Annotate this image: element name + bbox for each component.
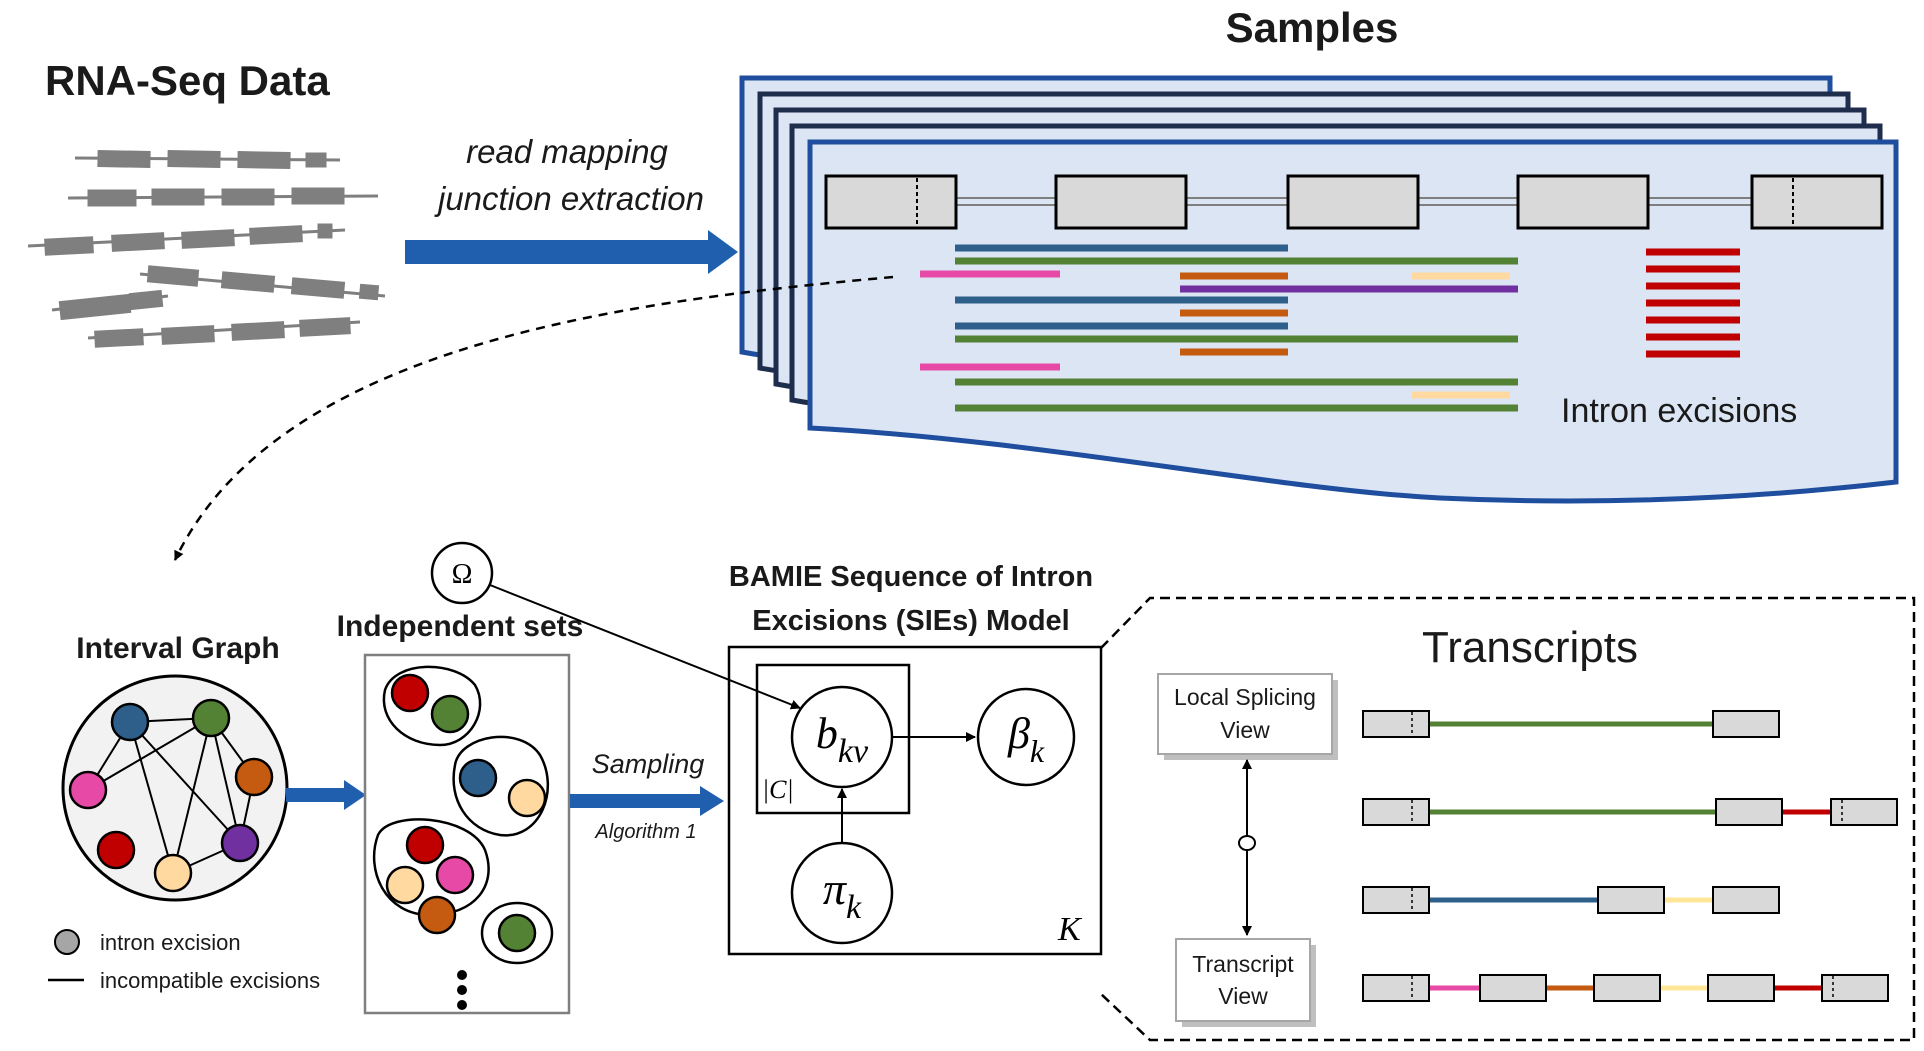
interval-graph-nodes xyxy=(68,698,274,893)
graph-to-sets-arrow xyxy=(286,780,366,810)
more-sets-ellipsis-icon xyxy=(457,970,467,1010)
dashed-connector xyxy=(173,275,894,561)
legend-node-icon xyxy=(54,929,80,955)
legend-edge-label: incompatible excisions xyxy=(100,968,320,993)
independent-sets xyxy=(372,665,554,965)
model-title-line1: BAMIE Sequence of Intron xyxy=(729,561,1093,593)
transcript-4 xyxy=(1362,974,1889,1002)
interval-graph-title: Interval Graph xyxy=(76,632,279,665)
omega-to-b-edge xyxy=(489,584,801,710)
local-splicing-view-box[interactable] xyxy=(1157,673,1333,755)
rnaseq-title: RNA-Seq Data xyxy=(45,57,330,104)
sampling-sublabel: Algorithm 1 xyxy=(594,821,696,843)
pi-k-node xyxy=(790,841,894,945)
read-mapping-arrow xyxy=(405,230,738,274)
rnaseq-reads xyxy=(27,150,386,348)
pi-k-subscript: k xyxy=(846,889,862,926)
b-kv-symbol: bkv xyxy=(816,709,869,770)
sampling-arrow xyxy=(570,786,724,816)
b-kv-main: b xyxy=(816,709,838,758)
junction-reads xyxy=(920,244,1518,412)
gene-model xyxy=(824,174,1884,230)
plate-inner-label: |C| xyxy=(762,775,794,804)
beta-k-node xyxy=(976,687,1076,787)
transcripts-title: Transcripts xyxy=(1422,623,1638,672)
omega-node xyxy=(430,541,494,605)
plate-outer-label: K xyxy=(1057,911,1083,948)
beta-k-main: β xyxy=(1007,709,1030,758)
transcript-3 xyxy=(1362,886,1780,914)
local-splicing-label-1: Local Splicing xyxy=(1174,684,1316,710)
intron-excision-stack xyxy=(1646,248,1740,358)
intron-excisions-label: Intron excisions xyxy=(1561,392,1797,430)
transcript-view-box[interactable] xyxy=(1175,938,1311,1022)
samples-title: Samples xyxy=(1226,4,1399,51)
transcripts-panel-border xyxy=(1100,596,1916,1042)
beta-k-symbol: βk xyxy=(1007,709,1045,769)
model-title-line2: Excisions (SIEs) Model xyxy=(752,605,1069,637)
sampling-label: Sampling xyxy=(592,749,705,779)
b-kv-subscript: kv xyxy=(838,733,869,770)
omega-symbol: Ω xyxy=(452,559,473,590)
local-splicing-label-2: View xyxy=(1220,717,1270,743)
transcript-2 xyxy=(1362,798,1898,826)
independent-sets-title: Independent sets xyxy=(337,610,584,643)
view-toggle-handle[interactable] xyxy=(1238,835,1256,851)
pi-k-main: π xyxy=(823,863,848,914)
transcript-view-label-2: View xyxy=(1218,983,1268,1009)
arrow-label-read-mapping: read mapping xyxy=(466,133,668,170)
legend-node-label: intron excision xyxy=(100,930,241,955)
transcript-view-label-1: Transcript xyxy=(1192,951,1294,977)
beta-k-subscript: k xyxy=(1030,733,1045,769)
transcript-1 xyxy=(1362,710,1780,738)
pi-k-symbol: πk xyxy=(823,863,862,926)
arrow-label-junction-extraction: junction extraction xyxy=(434,180,704,217)
